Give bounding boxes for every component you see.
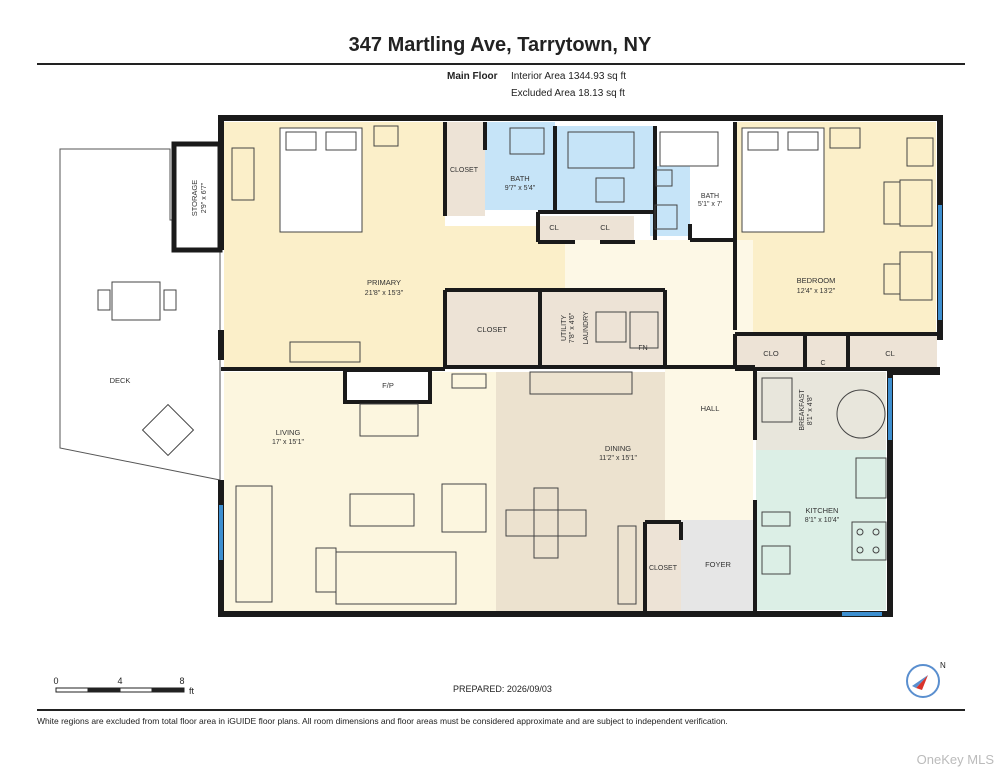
cl-fill xyxy=(538,216,634,242)
watermark: OneKey MLS xyxy=(916,752,994,767)
bath1-fill xyxy=(485,122,555,210)
laundry-label: LAUNDRY xyxy=(583,311,590,345)
dining-fill xyxy=(496,372,665,612)
storage-fill xyxy=(174,144,220,250)
breakfast-dim: 8'1" x 4'8" xyxy=(807,394,814,425)
utility-fill xyxy=(540,290,665,365)
prepared-date: PREPARED: 2026/09/03 xyxy=(453,684,552,694)
scale-unit: ft xyxy=(189,686,195,696)
bedroom-dim: 12'4" x 13'2" xyxy=(797,288,836,295)
clo-label: CLO xyxy=(763,349,779,358)
closet-foyer-fill xyxy=(645,522,681,612)
cl2-label: CL xyxy=(600,223,610,232)
bath2-label: BATH xyxy=(701,193,719,200)
scale-tick-0: 0 xyxy=(53,676,58,686)
closet-primary-label: CLOSET xyxy=(450,167,479,174)
interior-area: Interior Area 1344.93 sq ft xyxy=(511,71,627,82)
footer-rule xyxy=(37,709,965,711)
clo-row-fill xyxy=(737,336,937,369)
closet-big-fill xyxy=(445,290,540,365)
scale-tick-8: 8 xyxy=(179,676,184,686)
bath2-dim: 5'1" x 7' xyxy=(698,201,722,208)
compass-north-label: N xyxy=(940,661,946,670)
kitchen-dim: 8'1" x 10'4" xyxy=(805,517,840,524)
fp-label: F/P xyxy=(382,381,394,390)
breakfast-fill xyxy=(756,372,886,450)
hall-fill xyxy=(665,240,753,520)
bedroom-label: BEDROOM xyxy=(797,276,836,285)
dining-dim: 11'2" x 15'1" xyxy=(599,455,637,462)
excluded-area: Excluded Area 18.13 sq ft xyxy=(511,88,625,99)
closet-primary-fill xyxy=(445,122,485,216)
c-label: C xyxy=(820,360,825,367)
windows xyxy=(219,205,942,616)
floor-name: Main Floor xyxy=(447,71,498,82)
bath1-label: BATH xyxy=(510,174,529,183)
foyer-label: FOYER xyxy=(705,560,731,569)
interior-walls xyxy=(221,122,940,614)
hall-label: HALL xyxy=(701,404,720,413)
furniture xyxy=(97,125,934,605)
cl3-label: CL xyxy=(885,349,895,358)
closet-big-label: CLOSET xyxy=(477,325,507,334)
utility-dim: 7'8" x 4'6" xyxy=(569,312,576,343)
living-label: LIVING xyxy=(276,428,301,437)
dining-label: DINING xyxy=(605,444,631,453)
utility-label: UTILITY xyxy=(561,315,568,341)
living-dim: 17' x 15'1" xyxy=(272,439,305,446)
fn-label: FN xyxy=(638,345,647,352)
header-rule xyxy=(37,63,965,65)
scale-bar: 0 4 8 ft xyxy=(53,676,194,696)
foyer-fill xyxy=(680,520,754,612)
compass-icon: N xyxy=(906,661,946,698)
closet-foyer-label: CLOSET xyxy=(649,565,678,572)
primary-label: PRIMARY xyxy=(367,278,401,287)
footnote: White regions are excluded from total fl… xyxy=(37,716,728,726)
cl1-label: CL xyxy=(549,223,559,232)
bath-tub-area xyxy=(557,126,653,212)
scale-tick-4: 4 xyxy=(117,676,122,686)
deck-label: DECK xyxy=(110,376,131,385)
page-title: 347 Martling Ave, Tarrytown, NY xyxy=(348,34,652,56)
storage-label: STORAGE xyxy=(190,180,199,217)
primary-dim: 21'8" x 15'3" xyxy=(365,290,404,297)
storage-dim: 2'9" x 6'7" xyxy=(201,182,208,213)
kitchen-label: KITCHEN xyxy=(806,506,839,515)
bath1-dim: 9'7" x 5'4" xyxy=(505,185,536,192)
breakfast-label: BREAKFAST xyxy=(799,389,806,431)
